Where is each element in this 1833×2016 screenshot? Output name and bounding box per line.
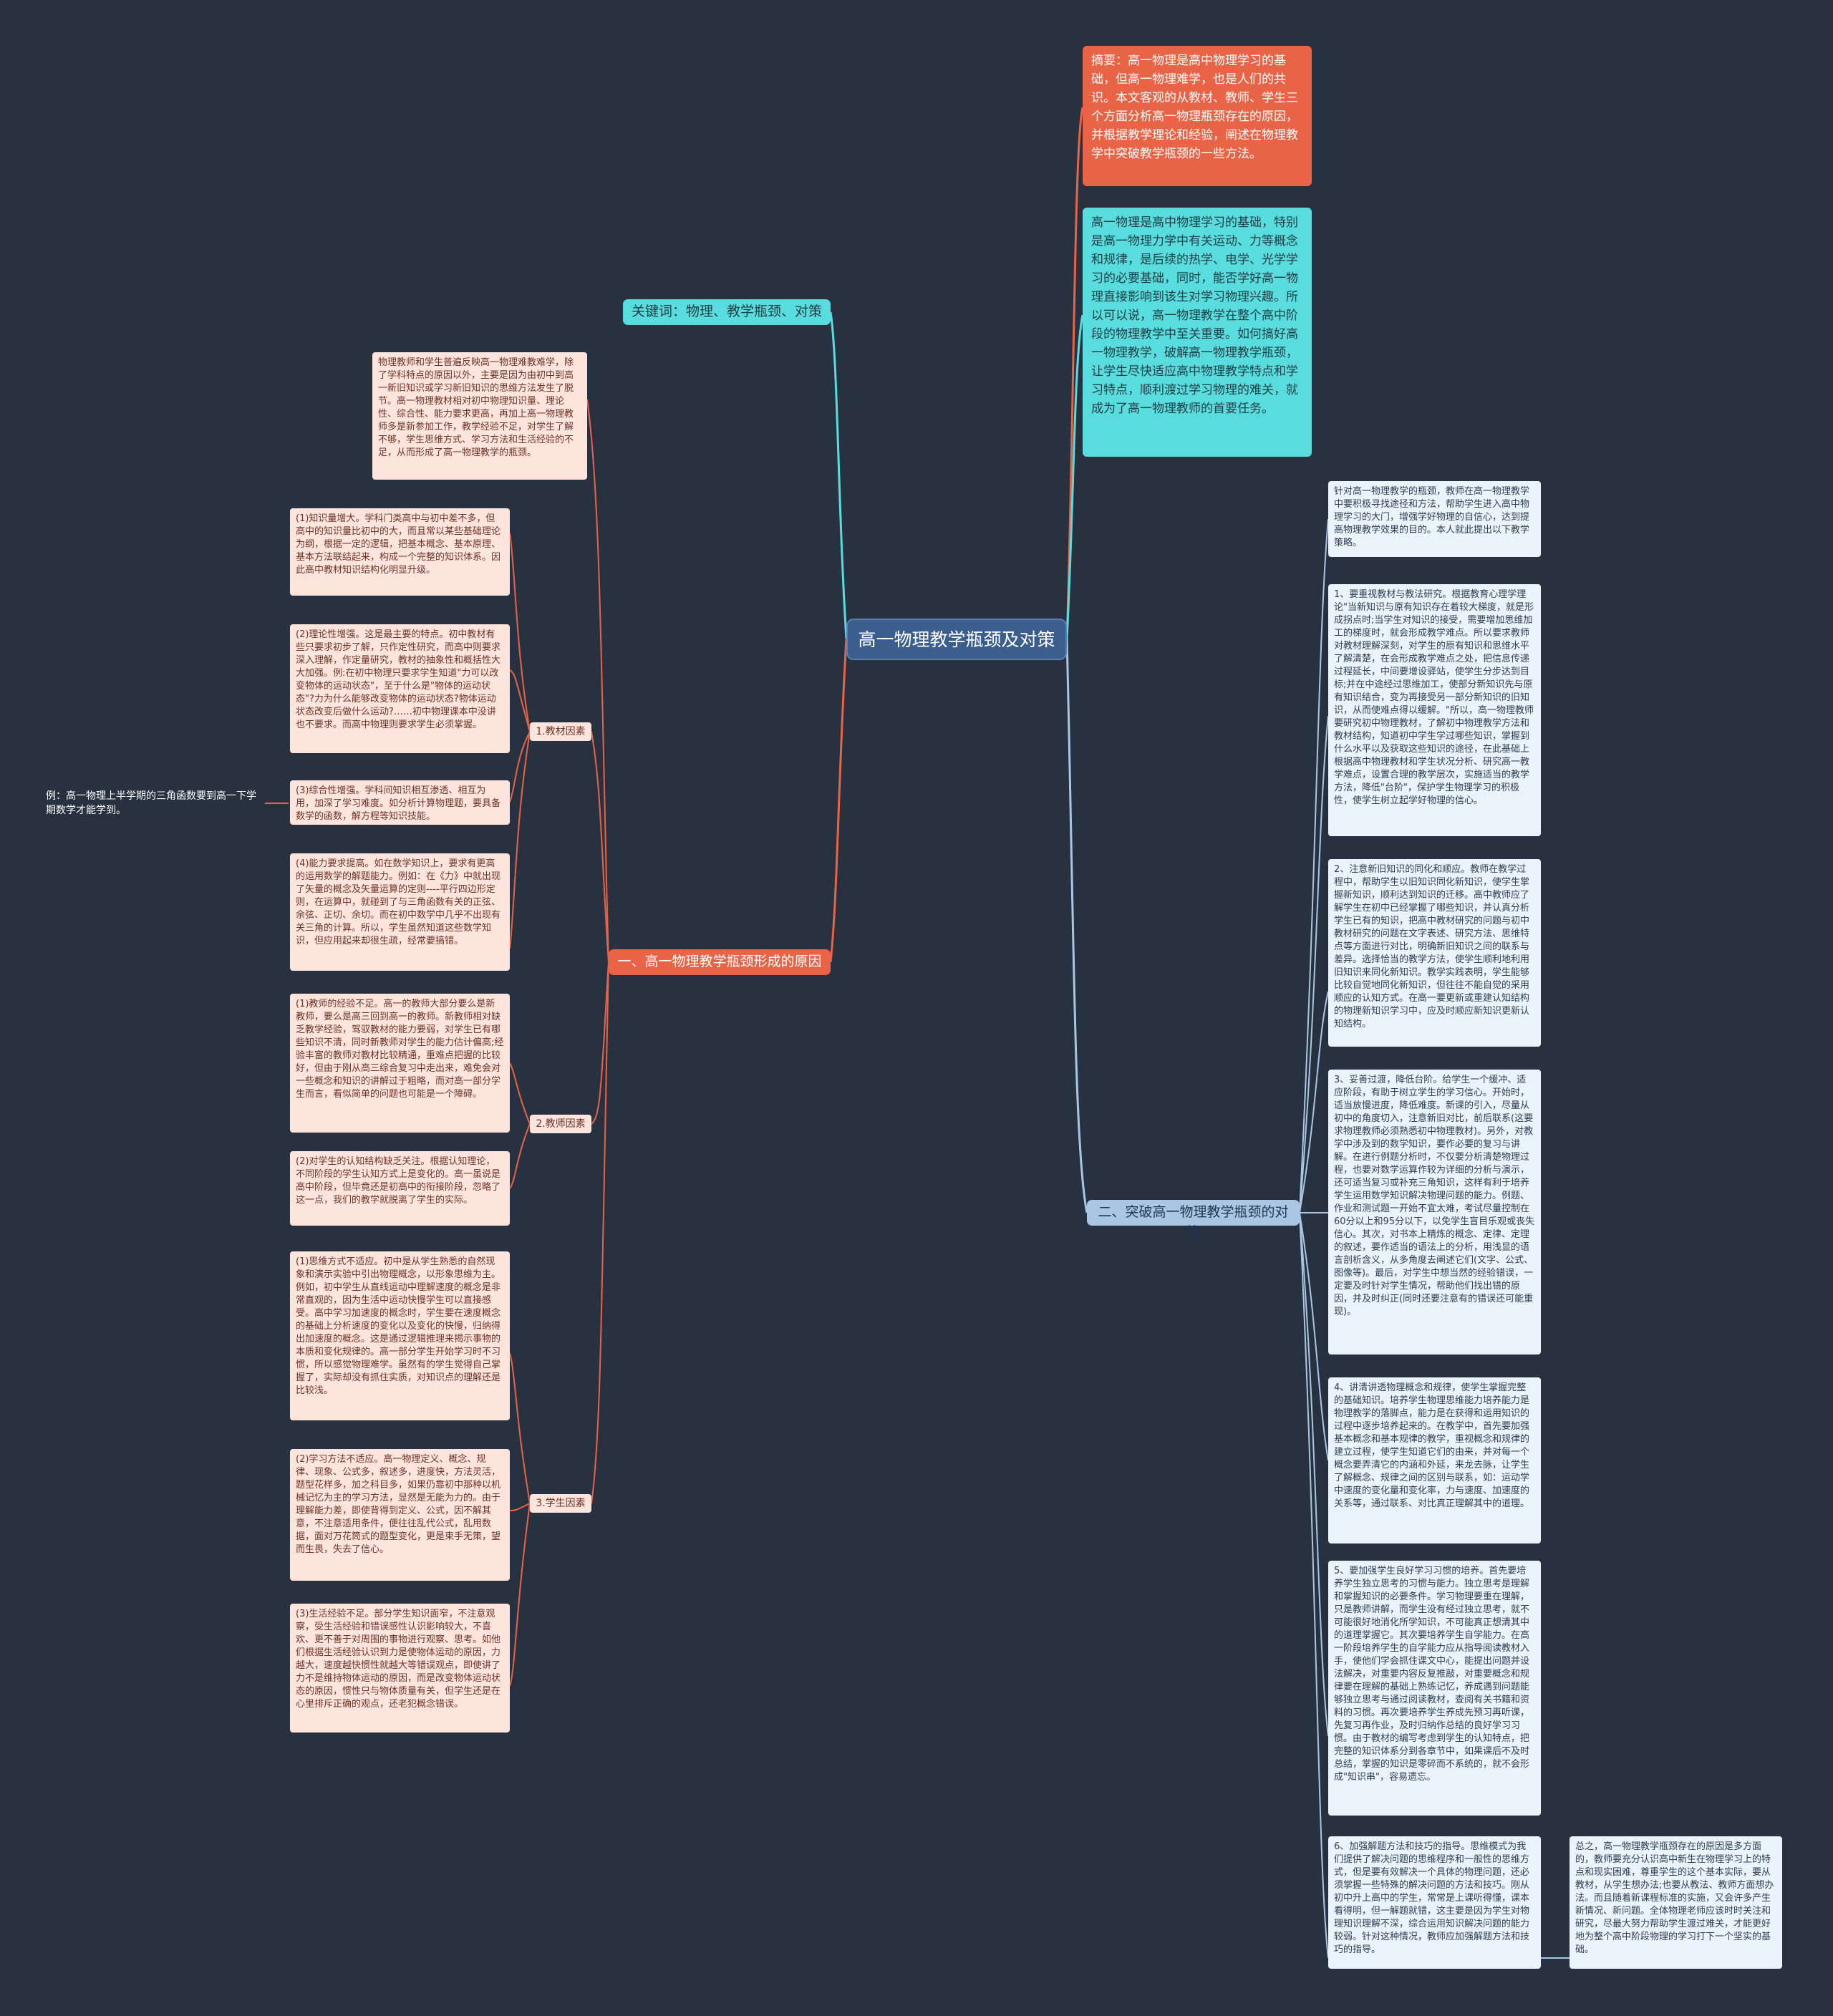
textbook-item-2[interactable]: (2)理论性增强。这是最主要的特点。初中教材有些只要求初步了解，只作定性研究，而… xyxy=(290,624,510,753)
branch-measures[interactable]: 二、突破高一物理教学瓶颈的对策 xyxy=(1087,1200,1300,1240)
link-reasons xyxy=(829,638,848,963)
measure-item-2[interactable]: 2、注意新旧知识的同化和顺应。教师在教学过程中，帮助学生以旧知识同化新知识，使学… xyxy=(1328,859,1541,1047)
branch-keywords[interactable]: 关键词：物理、教学瓶颈、对策 xyxy=(623,299,831,325)
student-item-3[interactable]: (3)生活经验不足。部分学生知识面窄，不注意观察，受生活经验和错误感性认识影响较… xyxy=(290,1604,510,1732)
measure-item-4[interactable]: 4、讲清讲透物理概念和规律，使学生掌握完整的基础知识。培养学生物理思维能力培养能… xyxy=(1328,1377,1541,1544)
central-topic[interactable]: 高一物理教学瓶颈及对策 xyxy=(846,619,1067,660)
textbook-item-4[interactable]: (4)能力要求提高。如在数学知识上，要求有更高的运用数学的解题能力。例如：在《力… xyxy=(290,853,510,971)
measure-item-1[interactable]: 1、要重视教材与教法研究。根据教育心理学理论"当新知识与原有知识存在着较大梯度，… xyxy=(1328,584,1541,836)
reasons-intro[interactable]: 物理教师和学生普遍反映高一物理难教难学，除了学科特点的原因以外，主要是因为由初中… xyxy=(372,352,587,480)
conclusion-node[interactable]: 总之，高一物理教学瓶颈存在的原因是多方面的，教师要充分认识高中新生在物理学习上的… xyxy=(1570,1836,1782,1969)
teacher-item-1[interactable]: (1)教师的经验不足。高一的教师大部分要么是新教师，要么是高三回到高一的教师。新… xyxy=(290,994,510,1133)
measures-intro[interactable]: 针对高一物理教学的瓶颈，教师在高一物理教学中要积极寻找途径和方法，帮助学生进入高… xyxy=(1328,481,1541,557)
sub-student-factors[interactable]: 3.学生因素 xyxy=(530,1494,591,1513)
link-summary xyxy=(1065,107,1084,639)
teacher-item-2[interactable]: (2)对学生的认知结构缺乏关注。根据认知理论，不同阶段的学生认知方式上是变化的。… xyxy=(290,1151,510,1226)
measure-item-6[interactable]: 6、加强解题方法和技巧的指导。思维模式为我们提供了解决问题的思维程序和一般性的思… xyxy=(1328,1836,1541,1969)
branch-reasons[interactable]: 一、高一物理教学瓶颈形成的原因 xyxy=(609,949,831,975)
textbook-example[interactable]: 例：高一物理上半学期的三角函数要到高一下学期数学才能学到。 xyxy=(46,790,256,816)
link-measures xyxy=(1065,638,1088,1213)
student-item-2[interactable]: (2)学习方法不适应。高一物理定义、概念、规律、现象、公式多，叙述多，进度快，方… xyxy=(290,1449,510,1581)
abstract-node[interactable]: 摘要：高一物理是高中物理学习的基础，但高一物理难学，也是人们的共识。本文客观的从… xyxy=(1083,46,1312,186)
link-intro xyxy=(1065,314,1084,639)
measure-item-3[interactable]: 3、妥善过渡，降低台阶。给学生一个缓冲、适应阶段，有助于树立学生的学习信心。开始… xyxy=(1328,1070,1541,1354)
sub-teacher-factors[interactable]: 2.教师因素 xyxy=(530,1115,591,1133)
measure-item-5[interactable]: 5、要加强学生良好学习习惯的培养。首先要培养学生独立思考的习惯与能力。独立思考是… xyxy=(1328,1561,1541,1816)
introduction-node[interactable]: 高一物理是高中物理学习的基础，特别是高一物理力学中有关运动、力等概念和规律，是后… xyxy=(1083,208,1312,457)
sub-textbook-factors[interactable]: 1.教材因素 xyxy=(530,722,591,741)
student-item-1[interactable]: (1)思维方式不适应。初中是从学生熟悉的自然现象和演示实验中引出物理概念，以形象… xyxy=(290,1251,510,1420)
textbook-item-3[interactable]: (3)综合性增强。学科间知识相互渗透、相互为用，加深了学习难度。如分析计算物理题… xyxy=(290,780,510,825)
textbook-item-1[interactable]: (1)知识量增大。学科门类高中与初中差不多，但高中的知识量比初中的大，而且常以某… xyxy=(290,508,510,596)
link-keywords xyxy=(829,311,848,639)
